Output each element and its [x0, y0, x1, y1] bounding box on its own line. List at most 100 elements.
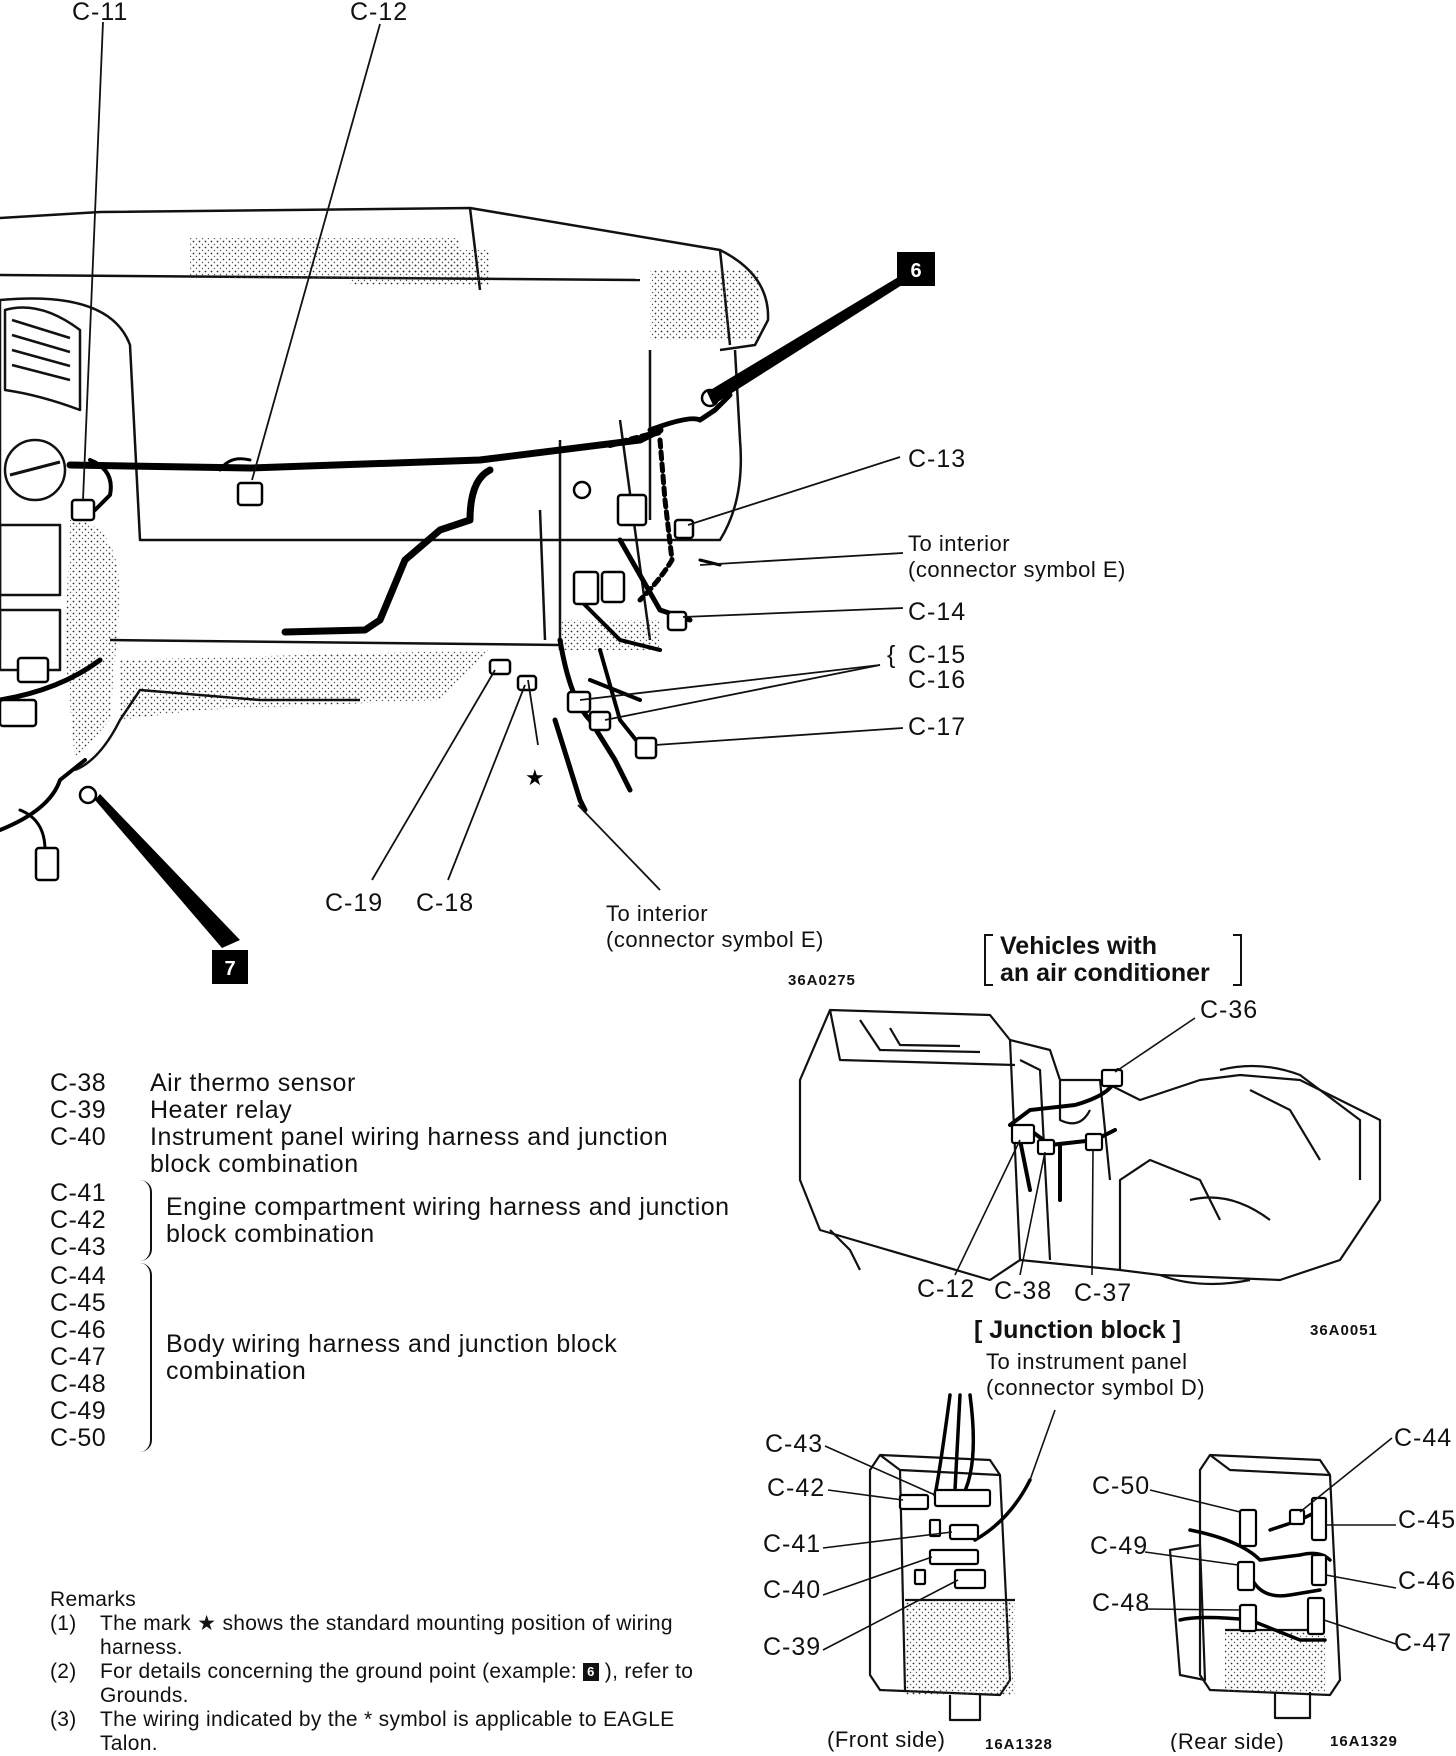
ground-pointers	[95, 270, 910, 948]
connector-ac-c37	[1084, 1132, 1104, 1152]
label-connector-symbol-e-1: (connector symbol E)	[908, 557, 1126, 582]
svg-text:7: 7	[224, 958, 235, 980]
svg-text:6: 6	[910, 260, 921, 282]
label-jb-c46: C-46	[1398, 1567, 1456, 1595]
legend-brace	[132, 1263, 152, 1452]
label-c19: C-19	[325, 889, 383, 917]
figure-code-ac: 36A0051	[1310, 1322, 1378, 1339]
label-connector-symbol-d: (connector symbol D)	[986, 1375, 1205, 1400]
fuse-slot-a	[928, 1518, 942, 1538]
legend-group-desc: Engine compartment wiring harness and ju…	[166, 1192, 730, 1248]
label-c13: C-13	[908, 445, 966, 473]
fuse-slot-b	[913, 1568, 927, 1586]
label-jb-c41: C-41	[763, 1530, 821, 1558]
junction-front-leaders	[822, 1409, 1056, 1651]
connector-cluster-b	[600, 570, 626, 604]
connector-c18	[516, 674, 538, 692]
junction-front-harness	[933, 1393, 1032, 1542]
ac-leaders	[954, 1017, 1196, 1276]
legend-code: C-47	[50, 1343, 107, 1371]
junction-block-front	[868, 1453, 1015, 1722]
legend-desc: Air thermo sensor	[150, 1069, 356, 1097]
label-jb-c40: C-40	[763, 1576, 821, 1604]
legend-code: C-46	[50, 1316, 107, 1344]
main-harness	[0, 392, 733, 852]
remark-number: (3)	[50, 1708, 77, 1731]
remarks: Remarks (1) The mark ★ shows the standar…	[50, 1588, 720, 1756]
connector-jb-c42	[898, 1493, 930, 1511]
label-to-interior-1: To interior	[908, 531, 1010, 556]
label-jb-c48: C-48	[1092, 1589, 1150, 1617]
label-jb-c50: C-50	[1092, 1472, 1150, 1500]
connector-ac-c12	[1010, 1123, 1036, 1145]
label-jb-c44: C-44	[1394, 1424, 1452, 1452]
svg-text:Vehicles with: Vehicles with	[1000, 932, 1157, 960]
connector-c14	[666, 610, 688, 632]
connector-left-c	[34, 846, 60, 882]
remark-item: (1) The mark ★ shows the standard mounti…	[50, 1612, 720, 1660]
legend-code: C-38	[50, 1069, 107, 1097]
junction-front-connectors	[898, 1488, 992, 1590]
label-c18: C-18	[416, 889, 474, 917]
brace-c15-c16: {	[887, 641, 896, 669]
legend-brace	[132, 1180, 152, 1261]
connector-c17	[634, 736, 658, 760]
star-mark: ★	[525, 765, 545, 790]
ac-title: Vehicles with an air conditioner	[984, 932, 1242, 987]
label-jb-c47: C-47	[1394, 1629, 1452, 1657]
connector-jb-c41	[948, 1523, 980, 1541]
figure-code-front: 16A1328	[985, 1736, 1053, 1752]
label-to-instrument-panel: To instrument panel	[986, 1349, 1188, 1374]
label-to-interior-2: To interior	[606, 901, 708, 926]
connector-cluster-a	[572, 570, 600, 606]
connector-left-a	[16, 656, 50, 684]
ground-pointer-6	[707, 270, 910, 405]
remark-text-before: For details concerning the ground point …	[100, 1660, 577, 1683]
legend-group-body: C-44 C-45 C-46 C-47 C-48 C-49 C-50 Body …	[50, 1263, 730, 1452]
connector-jb-c46	[1310, 1553, 1328, 1587]
connector-jb-c43	[933, 1488, 992, 1508]
remark-text: The mark ★ shows the standard mounting p…	[100, 1612, 673, 1659]
connector-jb-c47	[1306, 1596, 1326, 1636]
relay-connector	[616, 493, 648, 527]
label-ac-c38: C-38	[994, 1277, 1052, 1305]
remark-number: (2)	[50, 1660, 77, 1683]
connector-jb-c50	[1238, 1508, 1258, 1548]
grommet	[572, 480, 592, 500]
figure-code-main: 36A0275	[788, 972, 856, 989]
connector-left-b	[0, 698, 38, 728]
connector-jb-c39	[953, 1568, 987, 1590]
remarks-title: Remarks	[50, 1588, 137, 1611]
legend-desc: Heater relay	[150, 1096, 293, 1124]
remark-number: (1)	[50, 1612, 77, 1635]
label-jb-c49: C-49	[1090, 1532, 1148, 1560]
label-c16: C-16	[908, 666, 966, 694]
connector-legend: C-38 Air thermo sensor C-39 Heater relay…	[50, 1070, 730, 1452]
label-jb-c43: C-43	[765, 1430, 823, 1458]
connector-jb-c49	[1236, 1560, 1256, 1592]
legend-code: C-43	[50, 1233, 107, 1261]
connector-jb-c48	[1238, 1603, 1258, 1633]
label-c12: C-12	[350, 0, 408, 26]
figure-code-rear: 16A1329	[1330, 1733, 1398, 1750]
label-jb-c45: C-45	[1398, 1506, 1456, 1534]
leader-lines	[82, 21, 904, 891]
connector-c36	[1100, 1068, 1124, 1088]
legend-code: C-45	[50, 1289, 107, 1317]
label-ac-c12: C-12	[917, 1275, 975, 1303]
legend-group-desc: Body wiring harness and junction block c…	[166, 1329, 618, 1385]
legend-desc: Instrument panel wiring harness and junc…	[150, 1123, 669, 1178]
remark-text: The wiring indicated by the * symbol is …	[100, 1708, 675, 1755]
ground-marker-7: 7	[212, 950, 248, 984]
ground-marker-example: 6	[583, 1663, 599, 1682]
connector-jb-c45	[1310, 1496, 1328, 1542]
remark-text-after: ), refer to Grounds.	[100, 1660, 694, 1707]
caption-front-side: (Front side)	[827, 1727, 945, 1752]
legend-code: C-49	[50, 1397, 107, 1425]
remark-text: For details concerning the ground point …	[100, 1660, 720, 1708]
label-connector-symbol-e-2: (connector symbol E)	[606, 927, 824, 952]
label-c15: C-15	[908, 641, 966, 669]
connector-c13	[673, 518, 695, 540]
ac-connectors	[1010, 1068, 1124, 1156]
